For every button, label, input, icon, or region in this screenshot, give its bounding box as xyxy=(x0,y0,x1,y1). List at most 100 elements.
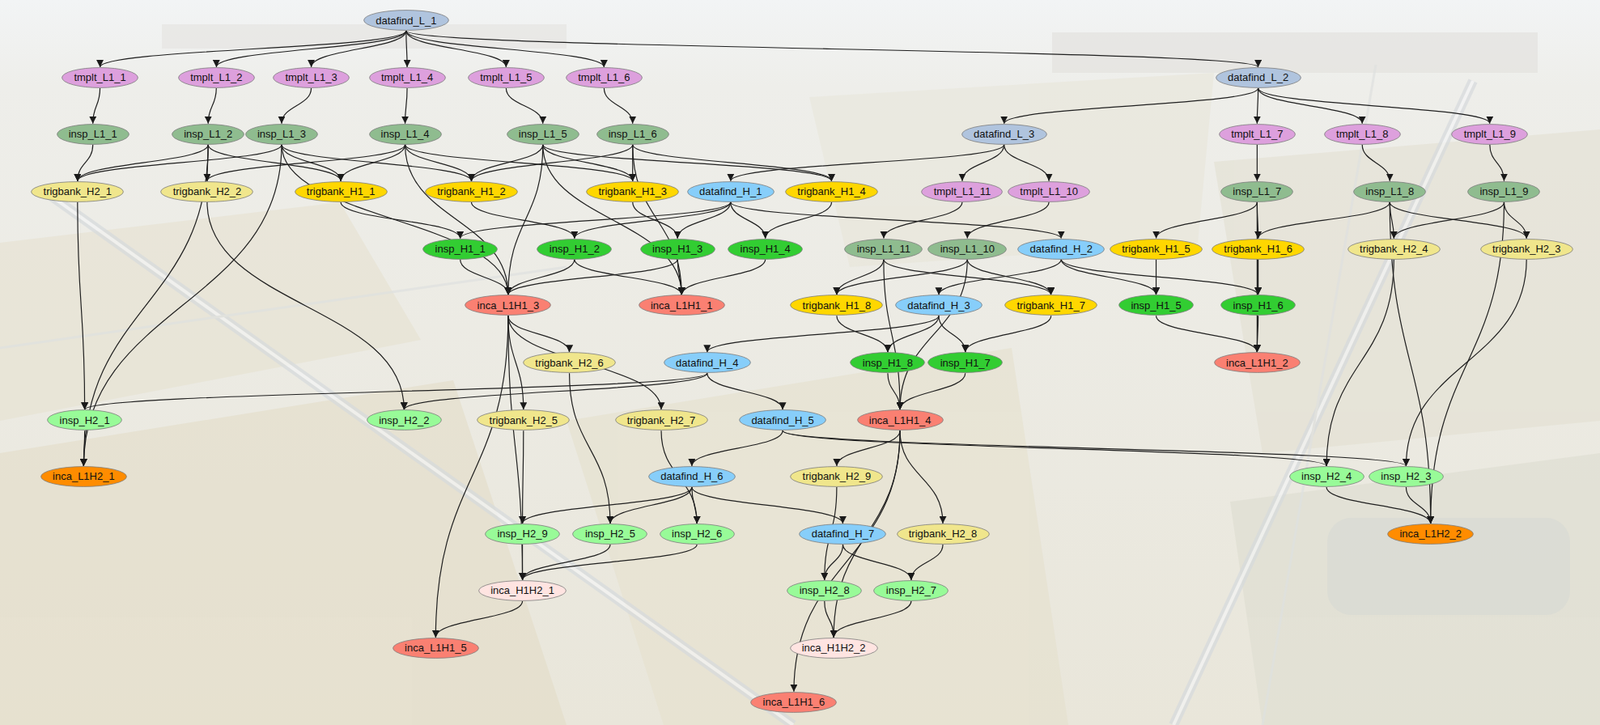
town-strip xyxy=(1052,32,1538,73)
job-node: trigbank_H1_6 xyxy=(1211,238,1305,260)
job-node: trigbank_H1_4 xyxy=(785,181,879,203)
job-node: datafind_L_3 xyxy=(961,123,1048,145)
job-node: datafind_L_1 xyxy=(363,9,450,31)
dependency-arrow xyxy=(782,430,1406,467)
job-node: insp_L1_3 xyxy=(245,123,319,145)
node-ellipse-shape xyxy=(790,466,883,488)
job-node: inca_L1H1_2 xyxy=(1213,352,1301,374)
node-label: insp_H2_8 xyxy=(799,584,850,597)
job-node: trigbank_H1_1 xyxy=(294,181,388,203)
job-node: trigbank_H2_1 xyxy=(30,181,124,203)
job-node: inca_H1H2_2 xyxy=(789,637,879,659)
node-label: insp_H1_5 xyxy=(1130,299,1181,312)
job-node: trigbank_H2_8 xyxy=(896,523,990,545)
dependency-arrow xyxy=(1362,144,1390,182)
node-ellipse-shape xyxy=(294,181,387,202)
dependency-arrow xyxy=(340,144,405,182)
job-node: inca_L1H1_3 xyxy=(464,294,552,316)
dependency-arrow xyxy=(207,88,217,124)
dependency-arrow xyxy=(522,544,698,581)
dependency-arrow xyxy=(1256,88,1258,124)
job-node: tmplt_L1_11 xyxy=(920,181,1003,203)
dependency-arrow xyxy=(216,30,407,68)
node-ellipse-shape xyxy=(921,181,1003,202)
node-ellipse-shape xyxy=(586,181,680,202)
job-node: datafind_H_3 xyxy=(895,294,983,316)
job-node: inca_L1H1_5 xyxy=(392,637,480,659)
road xyxy=(1262,64,1376,725)
dependency-arrow xyxy=(1156,202,1258,239)
node-label: insp_H2_3 xyxy=(1380,470,1431,483)
node-ellipse-shape xyxy=(1324,123,1401,145)
node-ellipse-shape xyxy=(1289,466,1364,488)
arm-tube xyxy=(1173,80,1473,725)
node-label: datafind_L_3 xyxy=(973,127,1035,141)
dependency-arrow xyxy=(1256,202,1258,353)
node-label: insp_L1_5 xyxy=(518,127,568,141)
node-ellipse-shape xyxy=(40,466,127,488)
node-ellipse-shape xyxy=(425,181,518,202)
dependency-arrow xyxy=(460,259,509,296)
dependency-arrow xyxy=(522,544,523,581)
job-node: datafind_H_5 xyxy=(738,409,827,431)
node-label: insp_H2_2 xyxy=(378,414,429,427)
dependency-arrow xyxy=(505,88,543,124)
node-label: datafind_H_7 xyxy=(811,527,875,540)
job-node: tmplt_L1_4 xyxy=(369,67,446,89)
node-label: tmplt_L1_10 xyxy=(1019,185,1078,198)
node-ellipse-shape xyxy=(728,238,803,259)
dependency-arrow xyxy=(824,601,834,638)
node-label: inca_H1H2_1 xyxy=(490,584,555,597)
road xyxy=(0,267,567,349)
node-ellipse-shape xyxy=(467,67,544,89)
dependency-arrow xyxy=(77,144,282,182)
node-ellipse-shape xyxy=(687,181,774,202)
node-label: tmplt_L1_9 xyxy=(1464,127,1516,141)
node-ellipse-shape xyxy=(648,466,735,488)
node-ellipse-shape xyxy=(659,524,735,545)
job-node: insp_H1_4 xyxy=(727,238,803,260)
node-label: inca_L1H1_2 xyxy=(1226,356,1289,370)
job-node: tmplt_L1_7 xyxy=(1218,123,1296,145)
job-node: tmplt_L1_9 xyxy=(1451,123,1528,145)
node-label: insp_L1_8 xyxy=(1365,185,1414,198)
node-ellipse-shape xyxy=(787,580,862,601)
dependency-arrow xyxy=(405,88,408,124)
node-ellipse-shape xyxy=(246,123,319,145)
job-node: insp_L1_5 xyxy=(506,123,580,145)
node-ellipse-shape xyxy=(47,410,123,431)
node-label: inca_L1H1_1 xyxy=(650,299,713,312)
node-label: insp_L1_4 xyxy=(381,127,430,141)
dependency-arrow xyxy=(842,544,911,581)
job-node: trigbank_H2_9 xyxy=(789,466,883,488)
node-label: inca_L1H1_6 xyxy=(763,696,826,709)
dependency-arrow xyxy=(77,202,85,411)
dependency-arrow xyxy=(887,315,939,353)
node-label: trigbank_H1_6 xyxy=(1223,242,1293,255)
dependency-arrow xyxy=(1004,88,1259,124)
job-node: insp_L1_11 xyxy=(844,238,923,260)
node-label: trigbank_H1_4 xyxy=(797,185,866,198)
dependency-arrow xyxy=(1258,88,1363,124)
dependency-arrow xyxy=(471,202,575,239)
node-ellipse-shape xyxy=(874,580,949,601)
dependency-arrow xyxy=(1405,259,1527,467)
node-ellipse-shape xyxy=(857,410,943,431)
town-strip xyxy=(161,24,567,49)
job-node: trigbank_H2_7 xyxy=(615,409,709,431)
dependency-arrow xyxy=(406,30,1259,68)
node-label: insp_H1_4 xyxy=(740,242,791,255)
job-node: trigbank_H1_7 xyxy=(1004,294,1098,316)
node-ellipse-shape xyxy=(1347,238,1440,259)
node-ellipse-shape xyxy=(477,410,570,431)
job-node: trigbank_H1_8 xyxy=(789,294,883,316)
dependency-arrow xyxy=(403,373,707,410)
dependency-arrow xyxy=(406,30,507,68)
dependency-arrow xyxy=(543,144,832,182)
node-label: tmplt_L1_7 xyxy=(1230,127,1283,141)
arm-tube xyxy=(48,194,794,725)
node-ellipse-shape xyxy=(1468,181,1541,202)
dependency-arrow xyxy=(1155,259,1157,296)
node-ellipse-shape xyxy=(1005,295,1098,316)
